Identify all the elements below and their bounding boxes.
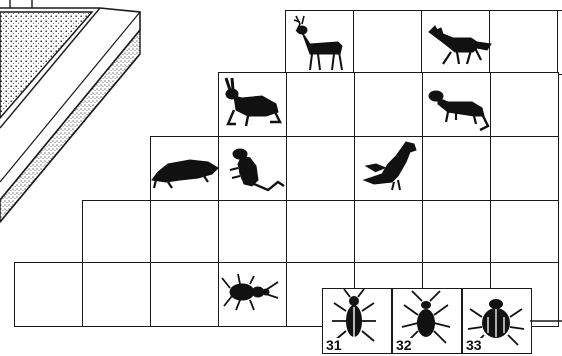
mole-icon xyxy=(150,154,220,190)
grid-edge-line xyxy=(530,318,562,324)
grid-cell xyxy=(557,10,562,75)
bird-of-prey-icon xyxy=(362,138,420,192)
grid-cell xyxy=(286,136,355,201)
insect-card-31: 31 xyxy=(322,288,392,354)
grid-cell xyxy=(150,200,219,265)
weasel-icon xyxy=(426,86,492,132)
grid-cell xyxy=(422,136,491,201)
grid-cell xyxy=(422,200,491,265)
deer-icon xyxy=(288,14,350,72)
grid-cell xyxy=(286,72,355,137)
insect-card-number: 32 xyxy=(396,338,412,352)
grid-cell xyxy=(490,200,559,265)
beetle-larva-icon xyxy=(220,268,282,314)
grid-cell xyxy=(150,262,219,327)
insect-card-33: 33 xyxy=(462,288,532,354)
grid-cell xyxy=(353,10,422,75)
grid-cell xyxy=(82,262,151,327)
grid-cell xyxy=(490,136,559,201)
grid-cell xyxy=(218,200,287,265)
insect-card-number: 31 xyxy=(326,338,342,352)
fox-icon xyxy=(425,22,493,66)
insect-card-number: 33 xyxy=(466,338,482,352)
grid-cell xyxy=(354,72,423,137)
hare-icon xyxy=(218,76,284,130)
grid-cell xyxy=(14,262,83,327)
grid-cell xyxy=(286,200,355,265)
grid-cell xyxy=(490,72,559,137)
grid-cell xyxy=(489,10,558,75)
grid-cell xyxy=(82,200,151,265)
soil-block-illustration xyxy=(0,0,160,230)
grid-cell xyxy=(354,200,423,265)
rat-icon xyxy=(228,146,286,196)
insect-card-32: 32 xyxy=(392,288,462,354)
